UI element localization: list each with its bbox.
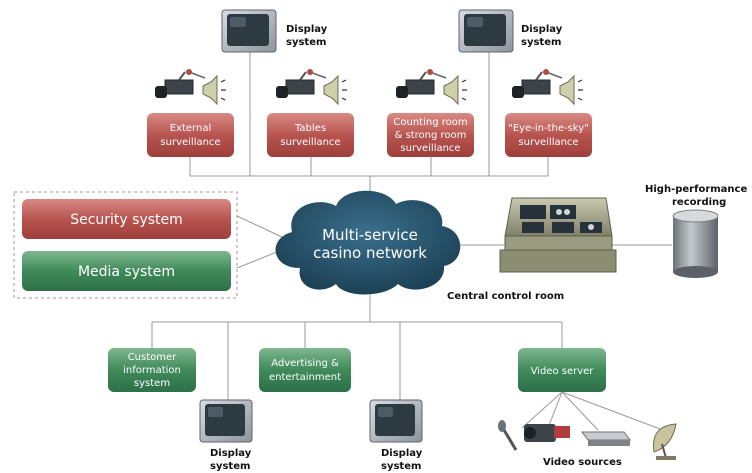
box-label-line2: surveillance bbox=[160, 137, 220, 148]
cloud-label-line1: Multi-service bbox=[322, 226, 418, 244]
security-camera-icon bbox=[155, 71, 194, 98]
database-cylinder-icon bbox=[672, 209, 719, 278]
display-label-line1: Display bbox=[286, 24, 328, 35]
speaker-icon bbox=[202, 74, 226, 106]
box-label-line3: surveillance bbox=[400, 143, 460, 154]
speaker-icon bbox=[323, 74, 347, 106]
display-label-line2: system bbox=[210, 461, 250, 472]
crt-monitor-icon bbox=[199, 399, 253, 443]
security-system-box[interactable]: Security system bbox=[22, 199, 231, 239]
microphone-icon bbox=[543, 69, 563, 79]
box-label-line2: & strong room bbox=[395, 130, 467, 141]
media-system-box[interactable]: Media system bbox=[22, 251, 231, 291]
systems-group-frame bbox=[13, 191, 238, 299]
central-control-room-label: Central control room bbox=[447, 291, 564, 302]
box-label-line2: entertainment bbox=[269, 372, 341, 383]
box-label-line1: External bbox=[170, 123, 212, 134]
video-sources bbox=[498, 420, 677, 460]
box-label-line3: system bbox=[134, 378, 170, 389]
display-monitor-top-left: Display system bbox=[221, 9, 328, 53]
video-sources-label: Video sources bbox=[543, 457, 622, 468]
connection-lines bbox=[151, 52, 672, 433]
video-server-box[interactable]: Video server bbox=[518, 348, 606, 392]
dvd-player-icon bbox=[581, 431, 631, 446]
microphone-icon bbox=[498, 420, 518, 451]
surveillance-box-tables[interactable]: Tables surveillance bbox=[267, 113, 354, 157]
cloud-label-line2: casino network bbox=[313, 244, 427, 262]
box-label-line2: information bbox=[123, 365, 181, 376]
microphone-icon bbox=[307, 69, 327, 79]
box-label-line2: surveillance bbox=[280, 137, 340, 148]
security-camera-icon bbox=[396, 71, 435, 98]
display-monitor-bottom-left: Display system bbox=[199, 399, 253, 472]
display-label-line1: Display bbox=[381, 448, 423, 459]
satellite-dish-icon bbox=[652, 423, 677, 460]
casino-network-cloud[interactable]: Multi-service casino network bbox=[275, 190, 461, 295]
advertising-box[interactable]: Advertising & entertainment bbox=[259, 348, 351, 392]
media-system-label: Media system bbox=[78, 264, 175, 280]
surveillance-devices bbox=[155, 69, 583, 106]
video-server-label: Video server bbox=[531, 366, 595, 377]
box-label-line1: "Eye-in-the-sky" bbox=[508, 123, 589, 134]
security-camera-icon bbox=[276, 71, 315, 98]
microphone-icon bbox=[186, 69, 206, 79]
surveillance-box-eye-in-the-sky[interactable]: "Eye-in-the-sky" surveillance bbox=[505, 113, 592, 157]
display-label-line2: system bbox=[381, 461, 421, 472]
speaker-icon bbox=[443, 74, 467, 106]
microphone-icon bbox=[427, 69, 447, 79]
control-console-icon bbox=[499, 197, 617, 273]
display-label-line1: Display bbox=[210, 448, 252, 459]
crt-monitor-icon bbox=[221, 9, 277, 53]
display-monitor-top-right: Display system bbox=[458, 9, 563, 53]
display-label-line2: system bbox=[286, 37, 326, 48]
customer-info-box[interactable]: Customer information system bbox=[108, 348, 196, 392]
box-label-line1: Advertising & bbox=[271, 358, 339, 369]
security-camera-icon bbox=[512, 71, 551, 98]
display-monitor-bottom-right: Display system bbox=[369, 399, 423, 472]
recording-label-line2: recording bbox=[672, 197, 726, 208]
box-label-line2: surveillance bbox=[518, 137, 578, 148]
security-system-label: Security system bbox=[70, 212, 183, 228]
surveillance-box-external[interactable]: External surveillance bbox=[147, 113, 234, 157]
camcorder-icon bbox=[524, 424, 570, 442]
speaker-icon bbox=[559, 74, 583, 106]
crt-monitor-icon bbox=[369, 399, 423, 443]
recording-label-line1: High-performance bbox=[645, 184, 747, 195]
surveillance-box-counting-room[interactable]: Counting room & strong room surveillance bbox=[387, 113, 474, 157]
crt-monitor-icon bbox=[458, 9, 514, 53]
box-label-line1: Customer bbox=[128, 352, 177, 363]
box-label-line1: Counting room bbox=[393, 117, 467, 128]
display-label-line2: system bbox=[521, 37, 561, 48]
display-label-line1: Display bbox=[521, 24, 563, 35]
box-label-line1: Tables bbox=[294, 123, 326, 134]
